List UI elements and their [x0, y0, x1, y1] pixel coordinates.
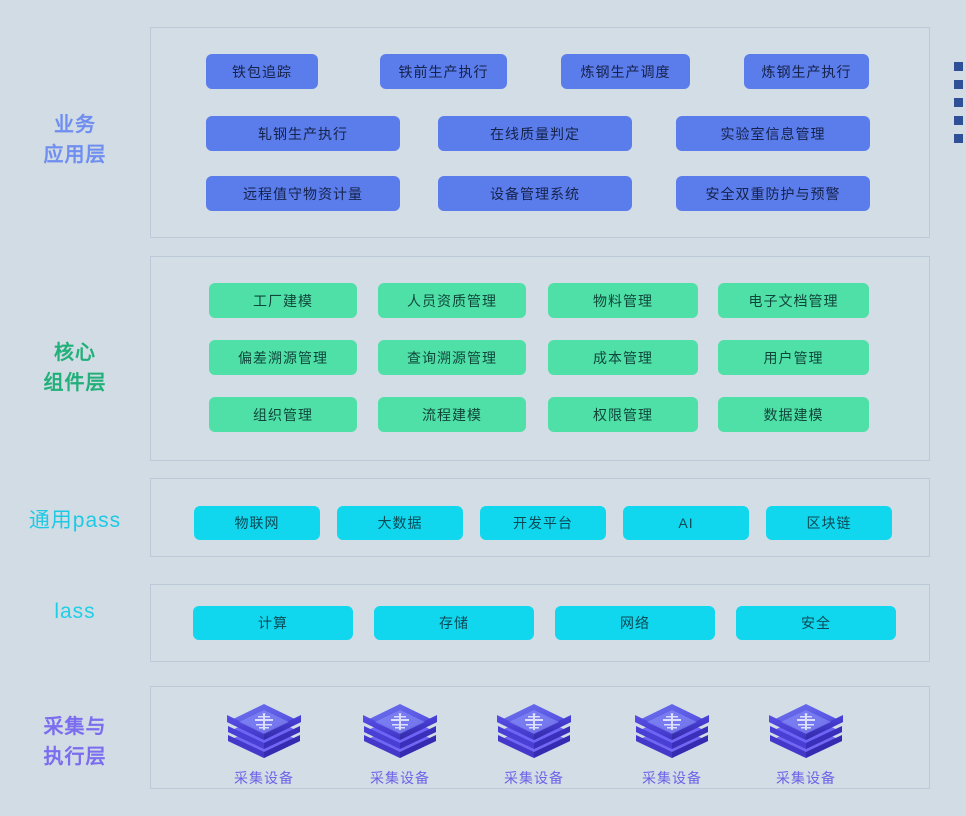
core-tile-factory-modeling[interactable]: 工厂建模 — [209, 283, 357, 318]
device-node[interactable]: 采集设备 — [751, 700, 861, 788]
core-tile-process-modeling[interactable]: 流程建模 — [378, 397, 526, 432]
device-node[interactable]: 采集设备 — [209, 700, 319, 788]
core-tile-edocument-management[interactable]: 电子文档管理 — [718, 283, 869, 318]
collection-device-icon — [363, 704, 437, 758]
device-label: 采集设备 — [642, 770, 702, 786]
device-label: 采集设备 — [504, 770, 564, 786]
device-label: 采集设备 — [234, 770, 294, 786]
paas-tile-ai[interactable]: AI — [623, 506, 749, 540]
paas-tile-big-data[interactable]: 大数据 — [337, 506, 463, 540]
core-tile-permission-management[interactable]: 权限管理 — [548, 397, 698, 432]
core-tile-personnel-qualification[interactable]: 人员资质管理 — [378, 283, 526, 318]
app-tile-safety-dual-prevention-alert[interactable]: 安全双重防护与预警 — [676, 176, 870, 211]
core-tile-data-modeling[interactable]: 数据建模 — [718, 397, 869, 432]
legend-marker-1 — [954, 62, 963, 71]
legend-marker-5 — [954, 134, 963, 143]
collection-device-icon — [227, 704, 301, 758]
iaas-tile-compute[interactable]: 计算 — [193, 606, 353, 640]
app-tile-equipment-management-system[interactable]: 设备管理系统 — [438, 176, 632, 211]
app-tile-ironmaking-execution[interactable]: 铁前生产执行 — [380, 54, 507, 89]
core-tile-organization-management[interactable]: 组织管理 — [209, 397, 357, 432]
core-tile-material-management[interactable]: 物料管理 — [548, 283, 698, 318]
layer-label-iaas: lass — [54, 600, 96, 623]
app-tile-remote-material-metering[interactable]: 远程值守物资计量 — [206, 176, 400, 211]
device-label: 采集设备 — [370, 770, 430, 786]
paas-tile-iot[interactable]: 物联网 — [194, 506, 320, 540]
app-tile-iron-ladle-tracking[interactable]: 铁包追踪 — [206, 54, 318, 89]
collection-device-icon — [497, 704, 571, 758]
device-node[interactable]: 采集设备 — [345, 700, 455, 788]
layer-label-collect: 采集与 执行层 — [43, 716, 107, 768]
app-tile-steelmaking-execution[interactable]: 炼钢生产执行 — [744, 54, 869, 89]
layer-label-core: 核心 组件层 — [43, 342, 107, 394]
app-tile-lab-information-management[interactable]: 实验室信息管理 — [676, 116, 870, 151]
app-tile-rolling-execution[interactable]: 轧钢生产执行 — [206, 116, 400, 151]
legend-marker-3 — [954, 98, 963, 107]
device-node[interactable]: 采集设备 — [479, 700, 589, 788]
legend-markers — [954, 62, 966, 152]
iaas-tile-security[interactable]: 安全 — [736, 606, 896, 640]
paas-tile-blockchain[interactable]: 区块链 — [766, 506, 892, 540]
legend-marker-2 — [954, 80, 963, 89]
legend-marker-4 — [954, 116, 963, 125]
core-tile-query-traceability[interactable]: 查询溯源管理 — [378, 340, 526, 375]
paas-tile-development-platform[interactable]: 开发平台 — [480, 506, 606, 540]
app-tile-online-quality-judgement[interactable]: 在线质量判定 — [438, 116, 632, 151]
core-tile-deviation-traceability[interactable]: 偏差溯源管理 — [209, 340, 357, 375]
collection-device-icon — [769, 704, 843, 758]
core-tile-cost-management[interactable]: 成本管理 — [548, 340, 698, 375]
layer-label-paas: 通用pass — [28, 509, 122, 532]
device-label: 采集设备 — [776, 770, 836, 786]
core-tile-user-management[interactable]: 用户管理 — [718, 340, 869, 375]
iaas-tile-storage[interactable]: 存储 — [374, 606, 534, 640]
device-node[interactable]: 采集设备 — [617, 700, 727, 788]
collection-device-icon — [635, 704, 709, 758]
app-tile-steelmaking-scheduling[interactable]: 炼钢生产调度 — [561, 54, 690, 89]
layer-label-business: 业务 应用层 — [43, 114, 107, 166]
iaas-tile-network[interactable]: 网络 — [555, 606, 715, 640]
